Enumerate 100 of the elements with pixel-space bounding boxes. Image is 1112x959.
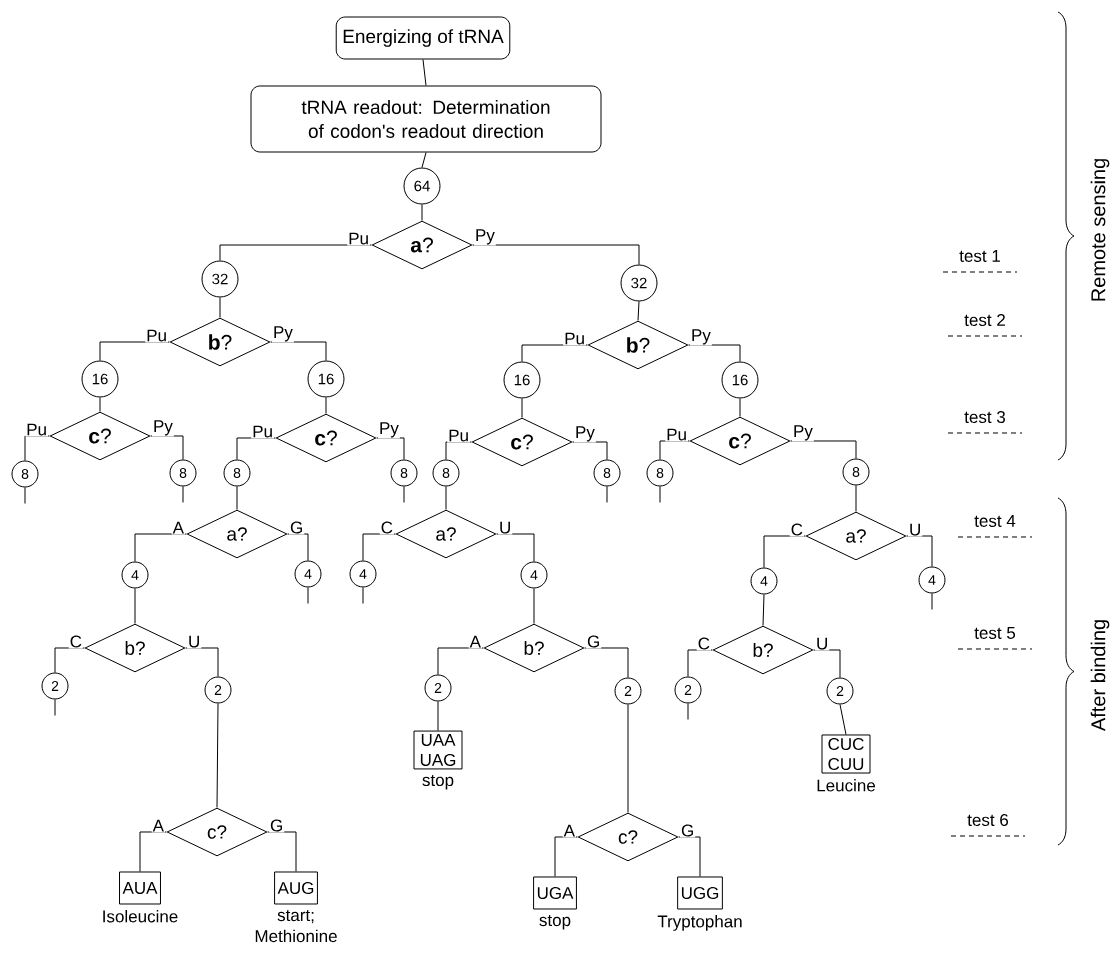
edge-label: Py bbox=[574, 425, 596, 443]
connector bbox=[99, 341, 170, 361]
test-label: test 5 bbox=[974, 627, 1016, 639]
codon-box: CUC CUU bbox=[821, 734, 871, 774]
edge-label: Pu bbox=[665, 427, 688, 442]
connector bbox=[24, 487, 26, 504]
connector bbox=[687, 649, 713, 677]
connector bbox=[325, 397, 327, 414]
connector bbox=[139, 831, 167, 872]
connector bbox=[270, 341, 327, 361]
edge-label: Py bbox=[792, 424, 814, 442]
section-label: Remote sensing bbox=[1090, 159, 1110, 301]
connector bbox=[216, 703, 219, 808]
codon-box: AUG bbox=[274, 871, 318, 905]
connector bbox=[855, 485, 857, 512]
connector bbox=[584, 647, 629, 678]
connector bbox=[687, 703, 689, 720]
edge-label: Py bbox=[474, 228, 496, 246]
test-label: test 1 bbox=[959, 250, 1000, 262]
edge-label: C bbox=[379, 520, 394, 535]
edge-label: A bbox=[171, 520, 185, 535]
connector bbox=[813, 649, 841, 678]
connector bbox=[182, 486, 184, 503]
connector bbox=[678, 836, 701, 877]
edge-label: A bbox=[468, 634, 482, 649]
connector bbox=[572, 441, 608, 460]
edge-label: A bbox=[151, 818, 165, 833]
connector bbox=[219, 297, 221, 318]
connector bbox=[606, 486, 608, 503]
connector bbox=[362, 587, 364, 604]
connector bbox=[54, 699, 56, 716]
rounded-box: tRNA readout: Determination of codon's readout direction bbox=[250, 85, 602, 153]
connector bbox=[445, 486, 447, 510]
test-label: test 3 bbox=[964, 411, 1006, 424]
connector bbox=[421, 204, 423, 221]
edge-label: C bbox=[68, 634, 83, 649]
caption-text: Leucine bbox=[817, 779, 875, 792]
connector bbox=[688, 344, 741, 362]
caption-text: start; Methionine bbox=[255, 910, 337, 943]
edge-label: Pu bbox=[347, 231, 370, 246]
connector bbox=[739, 398, 741, 417]
edge-label: Py bbox=[272, 325, 294, 343]
connector bbox=[362, 533, 396, 561]
connector bbox=[790, 440, 857, 459]
connector bbox=[445, 441, 472, 460]
edge-label: U bbox=[908, 522, 923, 537]
connector bbox=[287, 533, 309, 561]
codon-box: UGG bbox=[677, 876, 723, 910]
connector bbox=[496, 533, 535, 562]
edge-label: Py bbox=[690, 328, 712, 346]
edge-label: Pu bbox=[25, 422, 48, 437]
connector bbox=[659, 440, 690, 460]
edge-label: G bbox=[289, 520, 305, 535]
connector bbox=[472, 244, 640, 265]
connector bbox=[763, 535, 806, 568]
connector bbox=[236, 437, 276, 460]
edge-label: Py bbox=[152, 419, 174, 437]
connector bbox=[931, 593, 933, 610]
edge-label: C bbox=[789, 522, 804, 537]
connector bbox=[437, 701, 439, 732]
edge-label: G bbox=[269, 818, 285, 833]
rounded-box: Energizing of tRNA bbox=[335, 16, 511, 60]
connector bbox=[403, 486, 405, 503]
connector bbox=[134, 588, 136, 624]
edge-label: Pu bbox=[563, 331, 586, 346]
connector bbox=[236, 486, 238, 510]
codon-box: AUA bbox=[119, 871, 161, 905]
edge-label: U bbox=[815, 636, 830, 651]
edge-label: G bbox=[586, 634, 602, 649]
connector bbox=[437, 647, 484, 675]
edge-label: G bbox=[680, 823, 696, 838]
connector bbox=[762, 594, 765, 626]
connector bbox=[421, 152, 427, 168]
connector bbox=[219, 244, 372, 261]
connector bbox=[533, 588, 535, 624]
connector bbox=[185, 647, 219, 677]
caption-text: Isoleucine bbox=[103, 910, 178, 923]
test-label: test 2 bbox=[964, 314, 1005, 327]
connector bbox=[24, 435, 50, 461]
edge-label: Pu bbox=[447, 428, 470, 443]
connector bbox=[376, 437, 405, 460]
connector bbox=[307, 587, 309, 604]
connector bbox=[150, 435, 184, 460]
connector bbox=[839, 704, 847, 735]
caption-text: stop bbox=[539, 915, 571, 930]
connector bbox=[521, 344, 588, 362]
edge-label: U bbox=[498, 520, 513, 535]
section-label: After binding bbox=[1090, 620, 1110, 732]
edge-label: A bbox=[562, 823, 576, 838]
caption-text: stop bbox=[422, 774, 454, 790]
connector bbox=[906, 535, 933, 567]
connector bbox=[627, 704, 629, 813]
connector bbox=[659, 486, 661, 503]
connector bbox=[267, 831, 297, 872]
test-label: test 6 bbox=[967, 814, 1009, 826]
connector bbox=[637, 301, 640, 321]
edge-label: U bbox=[187, 634, 202, 649]
caption-text: Tryptophan bbox=[657, 915, 742, 931]
connector bbox=[134, 533, 187, 562]
edge-label: C bbox=[696, 636, 711, 651]
